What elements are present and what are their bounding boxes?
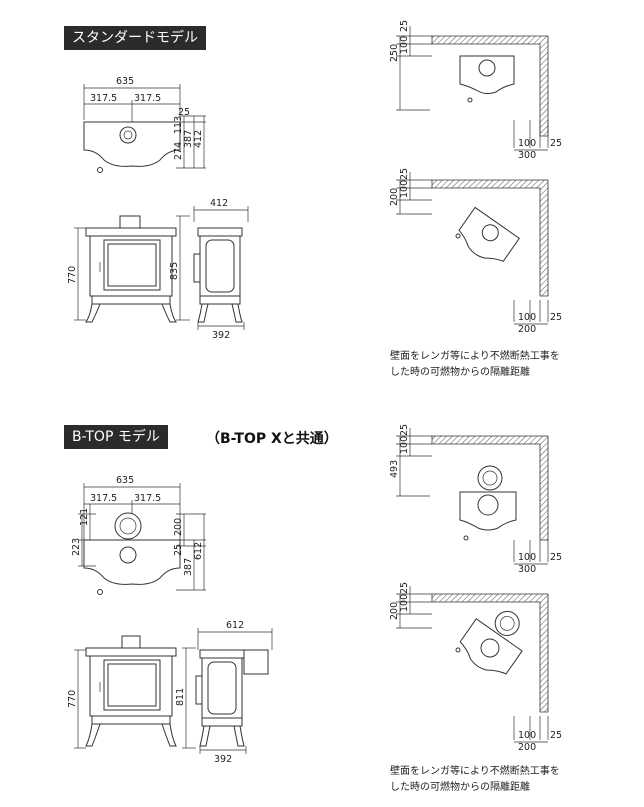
std-side-bottom: 392 [212,330,230,341]
std-cor-right-100: 100 [518,312,536,323]
standard-model-title: スタンダードモデル [72,30,198,46]
std-par-top-total: 250 [389,44,400,62]
standard-clearance-corner: 200 100 25 100 25 200 [389,168,562,335]
btop-cor-top-100: 100 [399,594,410,612]
std-par-top-25: 25 [399,20,410,32]
btop-model-banner: B-TOP モデル [64,425,168,449]
std-top-half-left: 317.5 [90,93,117,104]
btop-par-top-total: 493 [389,460,400,478]
std-cor-top-100: 100 [399,180,410,198]
btop-top-d25: 25 [173,544,184,556]
std-top-d113: 113 [173,116,184,134]
std-side-height: 835 [169,262,180,280]
btop-clearance-corner: 200 100 25 100 25 200 [389,582,562,753]
std-cor-right-25: 25 [550,312,562,323]
btop-top-half-left: 317.5 [90,493,117,504]
btop-top-view: 635 317.5 317.5 223 121 200 25 387 612 [71,475,206,595]
btop-clearance-parallel: 493 100 25 100 25 300 [389,424,562,575]
std-cor-right-total: 200 [518,324,536,335]
btop-top-d121: 121 [79,508,90,526]
clearance-note-standard: 壁面をレンガ等により不燃断熱工事を した時の可燃物からの隔離距離 [390,351,560,378]
btop-cor-top-25: 25 [399,582,410,594]
btop-par-top-100: 100 [399,436,410,454]
btop-model-title: B-TOP モデル [72,429,160,445]
standard-model-banner: スタンダードモデル [64,26,206,50]
btop-front-height: 770 [67,690,78,708]
btop-side-view: 612 811 392 [175,620,273,765]
std-top-d412: 412 [193,130,204,148]
std-side-top: 412 [210,198,228,209]
btop-top-half-right: 317.5 [134,493,161,504]
std-front-height: 770 [67,266,78,284]
btop-subtitle: （B-TOP Xと共通） [206,431,338,447]
standard-top-view: 635 317.5 317.5 25 113 274 387 412 [83,76,206,173]
btop-side-height: 811 [175,688,186,706]
std-cor-top-total: 200 [389,188,400,206]
standard-clearance-parallel: 250 100 25 100 25 300 [389,20,562,161]
btop-top-width-635: 635 [116,475,134,486]
btop-top-d612: 612 [193,542,204,560]
standard-side-view: 412 835 392 [169,198,249,341]
std-top-width-635: 635 [116,76,134,87]
btop-top-d223: 223 [71,538,82,556]
std-top-d25: 25 [178,107,190,118]
btop-cor-right-total: 200 [518,742,536,753]
std-par-right-25: 25 [550,138,562,149]
btop-side-bottom: 392 [214,754,232,765]
btop-front-view: 770 [67,635,177,749]
btop-side-top: 612 [226,620,244,631]
btop-par-top-25: 25 [399,424,410,436]
clearance-note-btop: 壁面をレンガ等により不燃断熱工事を した時の可燃物からの隔離距離 [390,766,560,793]
btop-cor-right-25: 25 [550,730,562,741]
btop-par-right-25: 25 [550,552,562,563]
btop-cor-top-total: 200 [389,602,400,620]
std-par-right-total: 300 [518,150,536,161]
std-top-d387: 387 [183,130,194,148]
btop-cor-right-100: 100 [518,730,536,741]
btop-par-right-100: 100 [518,552,536,563]
std-par-right-100: 100 [518,138,536,149]
btop-top-d387: 387 [183,558,194,576]
std-par-top-100: 100 [399,36,410,54]
std-top-d274: 274 [173,142,184,160]
std-cor-top-25: 25 [399,168,410,180]
std-top-half-right: 317.5 [134,93,161,104]
btop-top-d200: 200 [173,518,184,536]
btop-par-right-total: 300 [518,564,536,575]
standard-front-view: 770 [67,215,177,323]
